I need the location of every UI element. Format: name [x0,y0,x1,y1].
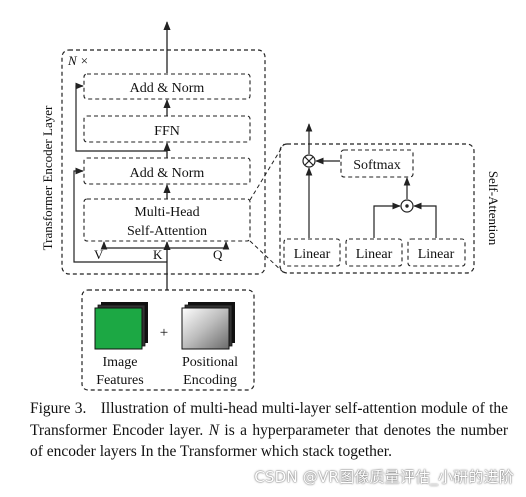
encoder-layer-container [61,49,266,275]
softmax-label: Softmax [353,158,400,173]
ffn-block [83,115,251,143]
image-features-label-line1: Image [103,355,138,370]
input-features-container [81,289,255,391]
image-features-label-line2: Features [96,373,143,388]
add-norm-top-block [83,73,251,100]
caption-text-part2: is a hyperparameter that denotes the num… [30,421,508,461]
zoom-line-top [249,143,285,201]
ffn-label: FFN [154,124,180,139]
residual-connection-upper [75,82,167,152]
add-norm-mid-label: Add & Norm [130,166,205,181]
figure-number: Figure 3. [30,400,87,417]
caption-n-symbol: N [208,421,220,439]
encoder-layer-label: Transformer Encoder Layer [40,105,55,250]
figure-caption: Figure 3. Illustration of multi-head mul… [30,398,508,463]
csdn-watermark: CSDN @VR图像质量评估_小研的进阶 [254,468,514,486]
caption-text-part1: Illustration of multi-head multi-layer s… [30,400,509,439]
positional-encoding-icon [181,302,235,350]
linear-block-k [345,238,403,267]
linear-label-v: Linear [294,247,331,262]
dot-product-center [405,204,409,208]
positional-encoding-label-line1: Positional [182,355,238,370]
k-linear-to-dot [373,202,401,238]
softmax-block [340,149,414,178]
q-label: Q [213,247,223,262]
add-norm-mid-block [83,157,251,185]
mha-label-line2: Self-Attention [127,224,207,239]
add-norm-top-label: Add & Norm [130,81,205,96]
self-attention-side-label: Self-Attention [486,171,501,246]
mha-label-line1: Multi-Head [134,205,199,220]
q-linear-to-dot [413,202,437,238]
linear-block-q [407,238,466,267]
multi-head-attention-block [83,198,251,242]
plus-sign: + [160,325,168,341]
linear-label-k: Linear [356,247,393,262]
linear-label-q: Linear [418,247,455,262]
encoder-diagram: N × Transformer Encoder Layer Add & Norm… [40,21,501,391]
repeat-label: N × [67,53,89,68]
positional-encoding-label-line2: Encoding [183,373,237,388]
linear-block-v [283,238,341,267]
self-attention-detail [279,143,475,274]
residual-connection-lower [73,167,167,263]
v-label: V [94,247,104,262]
v-branch-arrow [100,241,167,250]
zoom-line-bottom [249,240,285,274]
q-branch-arrow [167,241,230,250]
k-label: K [153,247,163,262]
image-features-icon [94,302,148,350]
multiply-node-cross-b [304,156,314,166]
